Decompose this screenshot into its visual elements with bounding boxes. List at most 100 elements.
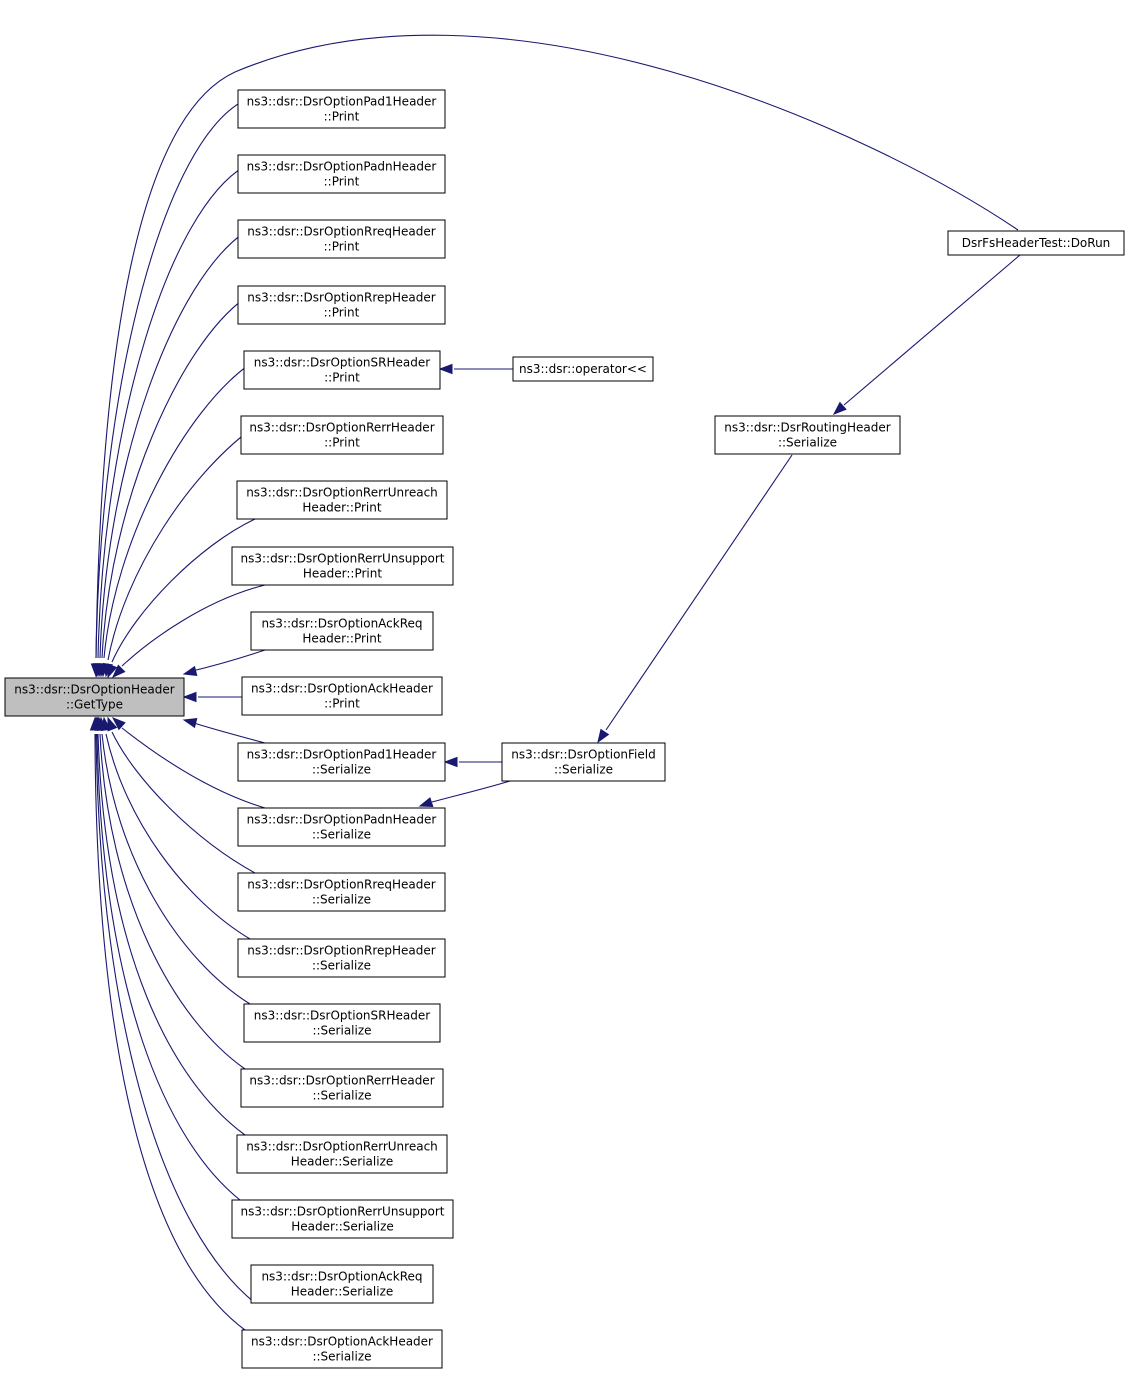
edge-line: [111, 731, 256, 874]
node-label-line: ::Print: [324, 240, 360, 254]
node-label-line: Header::Serialize: [291, 1285, 394, 1299]
node-box: [250, 1264, 434, 1304]
arrow-head: [182, 717, 198, 729]
node-padn-serialize[interactable]: ns3::dsr::DsrOptionPadnHeader::Serialize: [237, 807, 446, 847]
edge-line: [95, 733, 256, 1304]
node-box: [237, 742, 446, 782]
edge-pad1_serialize-to-get_type: [182, 717, 266, 744]
node-rerr-unreach-print[interactable]: ns3::dsr::DsrOptionRerrUnreachHeader::Pr…: [236, 480, 448, 520]
node-label-line: ::Print: [324, 306, 360, 320]
node-rreq-serialize[interactable]: ns3::dsr::DsrOptionRreqHeader::Serialize: [237, 872, 446, 912]
node-label-line: ns3::dsr::DsrOptionSRHeader: [254, 356, 430, 370]
node-pad1-serialize[interactable]: ns3::dsr::DsrOptionPad1Header::Serialize: [237, 742, 446, 782]
node-routing-header-serialize[interactable]: ns3::dsr::DsrRoutingHeader::Serialize: [714, 415, 901, 455]
node-label-line: ::Serialize: [312, 959, 371, 973]
node-ack-print[interactable]: ns3::dsr::DsrOptionAckHeader::Print: [241, 676, 443, 716]
node-label-line: ns3::dsr::DsrOptionPadnHeader: [247, 160, 437, 174]
edge-routing_header_serialize-to-option_field_serialize: [597, 454, 793, 744]
node-box: [237, 154, 446, 194]
edge-line: [843, 254, 1021, 406]
node-box: [947, 230, 1125, 256]
node-label-line: ::Print: [324, 697, 360, 711]
edge-line: [121, 727, 266, 809]
edge-line: [99, 231, 246, 659]
node-label-line: ns3::dsr::DsrOptionAckHeader: [251, 1335, 433, 1349]
node-label-line: ns3::dsr::DsrOptionSRHeader: [254, 1009, 430, 1023]
edge-line: [97, 165, 246, 659]
node-ackreq-serialize[interactable]: ns3::dsr::DsrOptionAckReqHeader::Seriali…: [250, 1264, 434, 1304]
node-box: [241, 676, 443, 716]
arrow-head: [89, 716, 101, 731]
edge-rrep_print-to-get_type: [96, 297, 246, 678]
edge-line: [95, 34, 1019, 659]
nodes-layer: ns3::dsr::DsrOptionHeader::GetTypens3::d…: [4, 89, 1125, 1369]
edge-rerr_unsupport_serialize-to-get_type: [91, 716, 241, 1201]
arrow-head: [832, 401, 847, 415]
edge-line: [95, 99, 246, 659]
node-box: [231, 546, 454, 586]
node-rerr-unsupport-serialize[interactable]: ns3::dsr::DsrOptionRerrUnsupportHeader::…: [231, 1199, 454, 1239]
edge-line: [101, 297, 246, 659]
node-rrep-print[interactable]: ns3::dsr::DsrOptionRrepHeader::Print: [237, 285, 446, 325]
edge-ack_print-to-get_type: [182, 691, 242, 703]
node-label-line: ::Serialize: [312, 828, 371, 842]
node-label-line: Header::Serialize: [291, 1220, 394, 1234]
node-label-line: ns3::dsr::DsrOptionRreqHeader: [247, 878, 435, 892]
node-box: [237, 807, 446, 847]
edge-line: [121, 584, 266, 667]
node-label-line: ns3::dsr::DsrOptionAckReq: [261, 617, 422, 631]
node-rerr-serialize[interactable]: ns3::dsr::DsrOptionRerrHeader::Serialize: [240, 1068, 444, 1108]
node-label-line: ns3::dsr::DsrOptionRerrUnreach: [246, 1140, 438, 1154]
node-label-line: ns3::dsr::DsrOptionRerrHeader: [249, 421, 434, 435]
node-rerr-unreach-serialize[interactable]: ns3::dsr::DsrOptionRerrUnreachHeader::Se…: [236, 1134, 448, 1174]
edge-rerr_unreach_serialize-to-get_type: [92, 716, 246, 1136]
node-rerr-unsupport-print[interactable]: ns3::dsr::DsrOptionRerrUnsupportHeader::…: [231, 546, 454, 586]
node-box: [512, 356, 654, 382]
node-box: [240, 415, 444, 455]
node-label-line: ns3::dsr::DsrOptionAckHeader: [251, 682, 433, 696]
node-pad1-print[interactable]: ns3::dsr::DsrOptionPad1Header::Print: [237, 89, 446, 129]
node-padn-print[interactable]: ns3::dsr::DsrOptionPadnHeader::Print: [237, 154, 446, 194]
node-label-line: ns3::dsr::DsrOptionRerrUnsupport: [240, 552, 444, 566]
node-box: [237, 938, 446, 978]
arrow-head: [597, 728, 610, 744]
edge-rerr_unsupport_print-to-get_type: [111, 584, 266, 679]
node-label-line: ns3::dsr::DsrOptionRrepHeader: [247, 291, 435, 305]
edge-line: [605, 454, 793, 731]
node-label-line: ns3::dsr::DsrOptionRreqHeader: [247, 225, 435, 239]
edge-line: [99, 733, 246, 1070]
arrow-head: [111, 664, 126, 679]
node-label-line: ns3::dsr::DsrOptionRerrUnsupport: [240, 1205, 444, 1219]
edge-line: [107, 429, 251, 661]
node-rrep-serialize[interactable]: ns3::dsr::DsrOptionRrepHeader::Serialize: [237, 938, 446, 978]
node-operator-out[interactable]: ns3::dsr::operator<<: [512, 356, 654, 382]
node-label-line: ns3::dsr::DsrOptionRerrHeader: [249, 1074, 434, 1088]
node-label-line: ::Print: [324, 110, 360, 124]
node-label-line: ::GetType: [66, 698, 123, 712]
node-ack-serialize[interactable]: ns3::dsr::DsrOptionAckHeader::Serialize: [241, 1329, 443, 1369]
node-box: [237, 219, 446, 259]
arrow-head: [182, 665, 198, 677]
node-label-line: Header::Print: [303, 567, 382, 581]
node-label-line: ::Print: [324, 175, 360, 189]
node-sr-print[interactable]: ns3::dsr::DsrOptionSRHeader::Print: [243, 350, 441, 390]
arrow-head: [438, 363, 453, 375]
edge-line: [431, 780, 511, 803]
node-box: [240, 1068, 444, 1108]
node-box: [714, 415, 901, 455]
edge-line: [103, 363, 251, 659]
edge-rreq_serialize-to-get_type: [107, 716, 256, 874]
node-box: [243, 1003, 441, 1043]
node-box: [501, 742, 666, 782]
node-rerr-print[interactable]: ns3::dsr::DsrOptionRerrHeader::Print: [240, 415, 444, 455]
edge-ack_serialize-to-get_type: [89, 716, 246, 1331]
node-rreq-print[interactable]: ns3::dsr::DsrOptionRreqHeader::Print: [237, 219, 446, 259]
node-fs-header-test-dorun[interactable]: DsrFsHeaderTest::DoRun: [947, 230, 1125, 256]
node-option-field-serialize[interactable]: ns3::dsr::DsrOptionField::Serialize: [501, 742, 666, 782]
edge-sr_print-to-get_type: [98, 363, 251, 678]
node-label-line: ::Serialize: [778, 436, 837, 450]
edge-operator_out-to-sr_print: [438, 363, 513, 375]
arrow-head: [443, 756, 458, 768]
node-sr-serialize[interactable]: ns3::dsr::DsrOptionSRHeader::Serialize: [243, 1003, 441, 1043]
